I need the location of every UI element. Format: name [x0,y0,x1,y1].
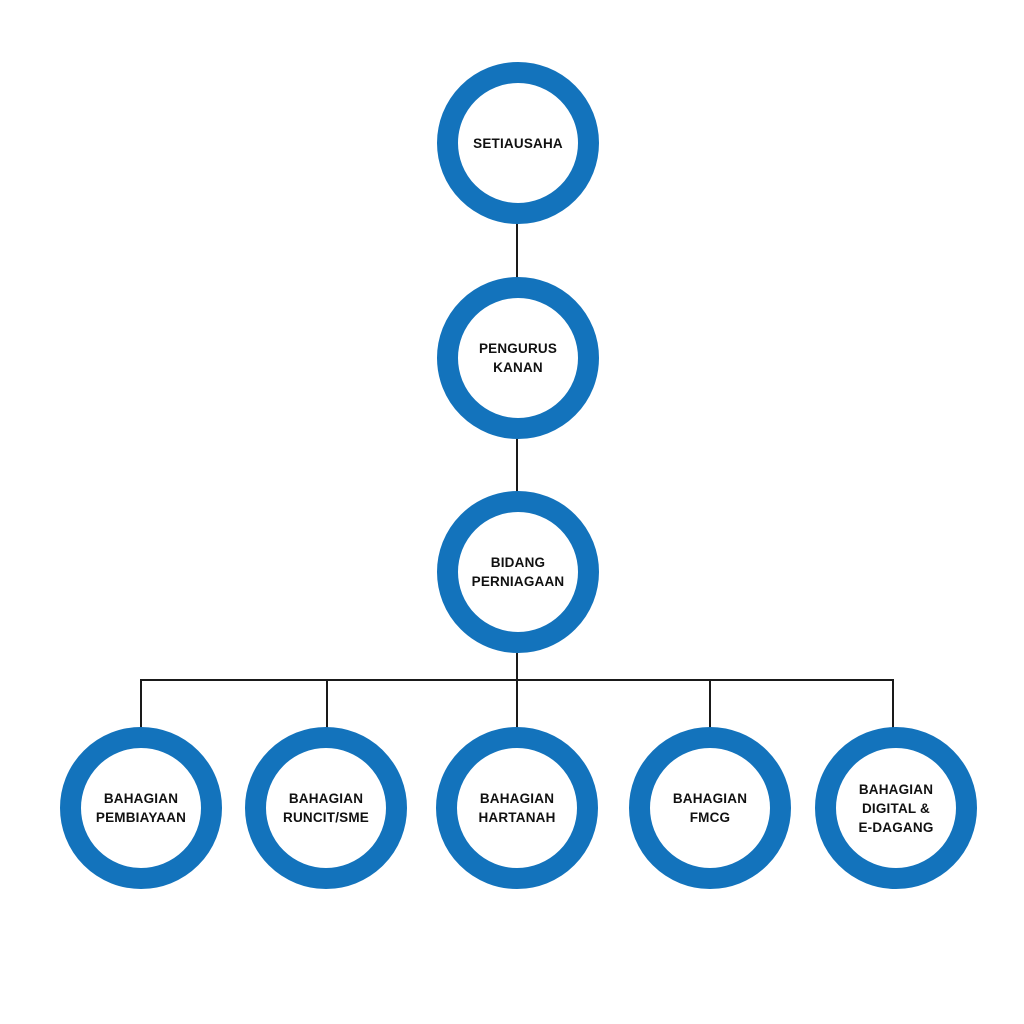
node-label-bahagian-runcit-sme: BAHAGIAN RUNCIT/SME [283,791,369,825]
node-bahagian-pembiayaan: BAHAGIAN PEMBIAYAAN [60,727,222,889]
node-pengurus-kanan: PENGURUS KANAN [437,277,599,439]
node-bahagian-hartanah: BAHAGIAN HARTANAH [436,727,598,889]
node-label-pengurus-kanan: PENGURUS KANAN [478,341,558,375]
node-label-bahagian-digital-e-dagang: BAHAGIAN DIGITAL & E-DAGANG [858,781,934,835]
node-label-bahagian-fmcg: BAHAGIAN FMCG [672,791,748,825]
node-label-setiausaha: SETIAUSAHA [473,135,563,151]
node-label-bahagian-pembiayaan: BAHAGIAN PEMBIAYAAN [95,791,187,825]
node-label-bidang-perniagaan: BIDANG PERNIAGAAN [471,555,565,589]
node-bahagian-digital-e-dagang: BAHAGIAN DIGITAL & E-DAGANG [815,727,977,889]
node-setiausaha: SETIAUSAHA [437,62,599,224]
node-bahagian-runcit-sme: BAHAGIAN RUNCIT/SME [245,727,407,889]
node-bahagian-fmcg: BAHAGIAN FMCG [629,727,791,889]
node-label-bahagian-hartanah: BAHAGIAN HARTANAH [478,791,556,825]
node-bidang-perniagaan: BIDANG PERNIAGAAN [437,491,599,653]
